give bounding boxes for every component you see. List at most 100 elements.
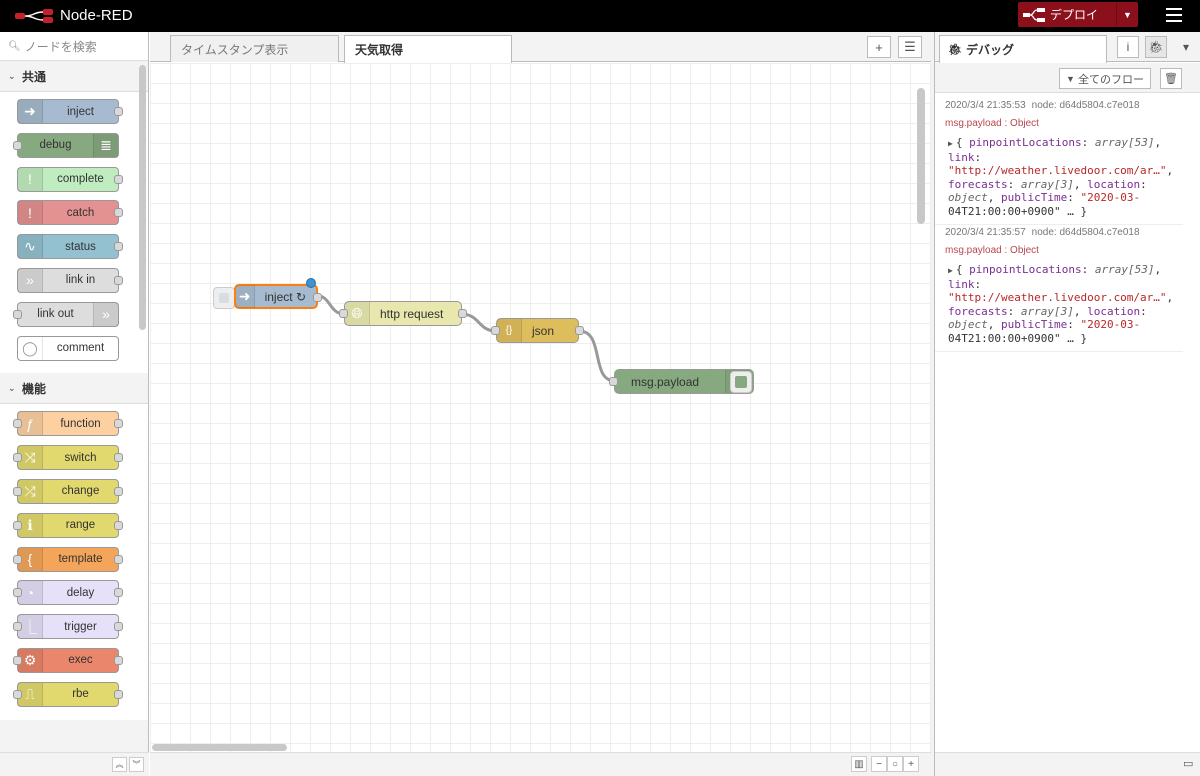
canvas-vertical-scrollbar[interactable] bbox=[917, 88, 925, 224]
tab-debug[interactable]: 🐞︎ デバッグ bbox=[939, 35, 1107, 63]
message-node-id[interactable]: node: d64d5804.c7e018 bbox=[1031, 227, 1140, 238]
payload-line: ▶{ pinpointLocations: array[53], bbox=[948, 136, 1173, 151]
palette-node-inject[interactable]: ➜inject bbox=[17, 99, 123, 124]
debug-node-label: msg.payload bbox=[631, 374, 700, 389]
palette-node-label: template bbox=[58, 553, 103, 566]
output-port bbox=[114, 486, 123, 496]
payload-line: "http://weather.livedoor.com/ar…", bbox=[948, 291, 1173, 305]
palette-node-status[interactable]: ∿status bbox=[17, 234, 123, 260]
info-tab-icon[interactable]: i bbox=[1117, 36, 1139, 58]
sidebar-footer: ▭ bbox=[935, 752, 1200, 776]
palette-node-function[interactable]: ƒ function bbox=[13, 411, 123, 437]
http-input-port[interactable] bbox=[339, 309, 348, 318]
payload-token: link bbox=[948, 277, 975, 291]
function-icon: ƒ bbox=[18, 412, 43, 436]
tab-weather[interactable]: 天気取得 bbox=[344, 35, 512, 63]
deploy-menu-caret-icon[interactable]: ▼ bbox=[1116, 2, 1138, 27]
message-timestamp: 2020/3/4 21:35:53 bbox=[945, 100, 1026, 111]
palette-node-template[interactable]: { template bbox=[13, 546, 123, 572]
payload-line: forecasts: array[3], location: bbox=[948, 305, 1173, 319]
palette-node-label: complete bbox=[57, 173, 104, 186]
inject-output-port[interactable] bbox=[313, 293, 322, 302]
palette-node-label: function bbox=[60, 417, 101, 430]
exclaim-icon: ! bbox=[18, 201, 43, 225]
payload-token: , bbox=[1073, 177, 1088, 191]
debug-toggle-button[interactable] bbox=[730, 371, 752, 393]
payload-token: , bbox=[1154, 263, 1162, 276]
navigator-icon[interactable]: ▥ bbox=[851, 756, 867, 772]
palette-node-label: link out bbox=[37, 308, 74, 321]
payload-token: array[3] bbox=[1020, 177, 1074, 191]
payload-token: forecasts bbox=[948, 304, 1008, 318]
payload-token: : bbox=[1081, 136, 1095, 149]
palette-node-debug[interactable]: debug≣ bbox=[13, 132, 119, 158]
expand-caret-icon[interactable]: ▶ bbox=[948, 266, 953, 275]
inject-button[interactable] bbox=[213, 287, 235, 309]
palette-node-trigger[interactable]: ⎿trigger bbox=[13, 614, 123, 640]
flow-list-icon[interactable]: ☰ bbox=[898, 36, 922, 58]
main-menu-icon[interactable] bbox=[1166, 8, 1182, 22]
inject-node[interactable]: ➜ inject ↻ bbox=[234, 284, 322, 309]
sidebar-splitter[interactable] bbox=[931, 32, 934, 776]
expand-all-icon[interactable]: ︾ bbox=[129, 757, 144, 772]
filter-button[interactable]: ▼ 全てのフロー bbox=[1059, 68, 1151, 89]
add-flow-icon[interactable]: + bbox=[867, 36, 891, 58]
expand-caret-icon[interactable]: ▶ bbox=[948, 139, 953, 148]
json-output-port[interactable] bbox=[575, 326, 584, 335]
output-port bbox=[114, 689, 123, 699]
palette-node-label: catch bbox=[66, 206, 95, 219]
palette-search[interactable]: 🔍︎ ノードを検索 bbox=[0, 32, 148, 61]
payload-token: "2020-03- bbox=[1080, 191, 1141, 204]
palette-node-link-in[interactable]: »link in bbox=[17, 267, 123, 293]
palette-scrollbar[interactable] bbox=[139, 65, 146, 330]
message-payload[interactable]: ▶{ pinpointLocations: array[53],link:"ht… bbox=[948, 263, 1173, 345]
tab-timestamp[interactable]: タイムスタンプ表示 bbox=[170, 35, 339, 62]
palette-node-comment[interactable]: ◯comment bbox=[17, 335, 119, 361]
chevron-down-icon: ⌄ bbox=[8, 70, 16, 81]
collapse-all-icon[interactable]: ︽ bbox=[112, 757, 127, 772]
flow-canvas[interactable]: ➜ inject ↻ 🌐︎ http request {} json msg.p… bbox=[150, 63, 931, 752]
payload-token: : bbox=[974, 150, 982, 164]
message-payload[interactable]: ▶{ pinpointLocations: array[53],link:"ht… bbox=[948, 136, 1173, 218]
payload-token: 04T21:00:00+0900" bbox=[948, 204, 1061, 218]
deploy-button[interactable]: デプロイ ▼ bbox=[1018, 2, 1138, 27]
popout-icon[interactable]: ▭ bbox=[1183, 758, 1194, 770]
workspace-footer: ▥ − ○ + bbox=[150, 752, 931, 776]
palette-node-delay[interactable]: ◔delay bbox=[13, 580, 123, 606]
payload-token: object bbox=[948, 191, 988, 204]
json-node[interactable]: {} json bbox=[491, 318, 584, 343]
palette-node-switch[interactable]: ⤨switch bbox=[13, 445, 123, 471]
workspace: タイムスタンプ表示 天気取得 + ☰ ➜ inject ↻ 🌐︎ http re… bbox=[150, 32, 931, 776]
debug-tab-icon[interactable]: 🐞︎ bbox=[1145, 36, 1167, 58]
palette-category-header[interactable]: ⌄機能 bbox=[0, 373, 148, 405]
sidebar-menu-caret-icon[interactable]: ▾ bbox=[1182, 40, 1190, 54]
palette-node-rbe[interactable]: ⎍rbe bbox=[13, 681, 123, 707]
changed-indicator bbox=[306, 278, 316, 288]
http-request-node[interactable]: 🌐︎ http request bbox=[339, 301, 467, 326]
payload-token: : bbox=[974, 277, 982, 291]
sidebar-tabs: 🐞︎ デバッグ i 🐞︎ ▾ bbox=[935, 32, 1200, 63]
brace-icon: { bbox=[18, 547, 43, 571]
canvas-horizontal-scrollbar[interactable] bbox=[152, 744, 287, 751]
palette-node-change[interactable]: ⤮change bbox=[13, 478, 123, 504]
palette-footer: ︽ ︾ bbox=[0, 752, 149, 776]
palette-node-link-out[interactable]: link out» bbox=[13, 301, 119, 327]
zoom-in-icon[interactable]: + bbox=[903, 756, 919, 772]
message-node-id[interactable]: node: d64d5804.c7e018 bbox=[1031, 100, 1140, 111]
json-input-port[interactable] bbox=[491, 326, 500, 335]
palette-node-complete[interactable]: !complete bbox=[17, 166, 123, 192]
http-output-port[interactable] bbox=[458, 309, 467, 318]
clear-messages-icon[interactable]: 🗑︎ bbox=[1160, 68, 1182, 89]
palette-search-input[interactable]: ノードを検索 bbox=[24, 39, 97, 54]
palette-node-label: status bbox=[65, 240, 96, 253]
palette-node-exec[interactable]: ⚙exec bbox=[13, 647, 123, 673]
zoom-out-icon[interactable]: − bbox=[871, 756, 887, 772]
palette-node-catch[interactable]: ! catch bbox=[17, 200, 123, 226]
input-port bbox=[13, 588, 22, 598]
debug-input-port[interactable] bbox=[609, 377, 618, 386]
zoom-reset-icon[interactable]: ○ bbox=[887, 756, 903, 772]
payload-token: forecasts bbox=[948, 177, 1008, 191]
palette-category-header[interactable]: ⌄共通 bbox=[0, 61, 148, 92]
